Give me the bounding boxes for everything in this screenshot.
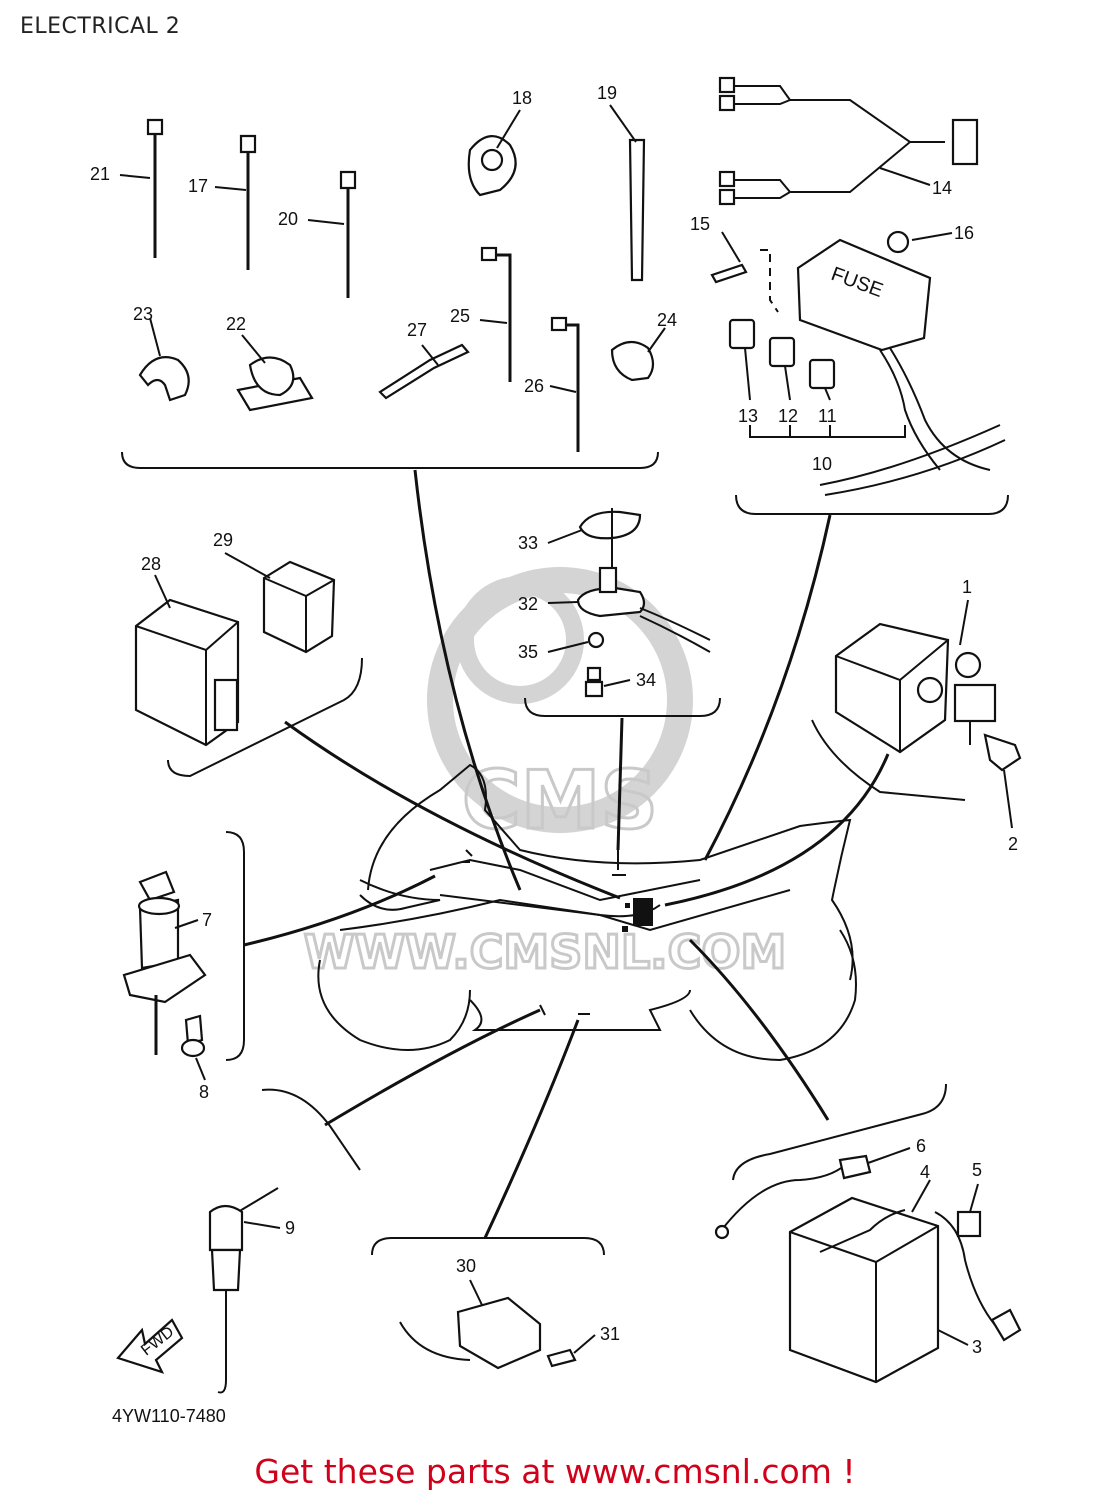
motorcycle-outline (317, 763, 857, 1062)
callout-3: 3 (972, 1337, 982, 1357)
callout-32: 32 (518, 594, 538, 614)
fwd-arrow-icon: FWD (116, 1318, 184, 1374)
leader-lines (243, 469, 890, 1239)
callout-31: 31 (600, 1324, 620, 1344)
parts-top-group (138, 118, 655, 452)
parts-relay-group (134, 560, 336, 747)
parts-sensor-group (208, 1187, 279, 1394)
callout-2: 2 (1008, 834, 1018, 854)
callout-21: 21 (90, 164, 110, 184)
callout-17: 17 (188, 176, 208, 196)
parts-solenoid-group (399, 1296, 577, 1370)
callout-numbers: 1 2 3 4 5 6 7 8 9 10 11 12 13 14 15 16 1… (90, 83, 1018, 1357)
parts-starter-relay-group (834, 622, 1022, 772)
parts-switch-group (576, 508, 711, 698)
callout-24: 24 (657, 310, 677, 330)
callout-20: 20 (278, 209, 298, 229)
svg-text:CMS: CMS (462, 754, 658, 847)
callout-30: 30 (456, 1256, 476, 1276)
callout-13: 13 (738, 406, 758, 426)
callout-18: 18 (512, 88, 532, 108)
callout-11: 11 (818, 406, 837, 426)
callout-26: 26 (524, 376, 544, 396)
callout-16: 16 (954, 223, 974, 243)
callout-35: 35 (518, 642, 538, 662)
promo-footer-link[interactable]: Get these parts at www.cmsnl.com ! (254, 1452, 856, 1491)
callout-25: 25 (450, 306, 470, 326)
watermark-url: WWW.CMSNL.COM (304, 925, 787, 979)
callout-12: 12 (778, 406, 798, 426)
callout-22: 22 (226, 314, 246, 334)
callout-23: 23 (133, 304, 153, 324)
callout-5: 5 (972, 1160, 982, 1180)
callout-14: 14 (932, 178, 952, 198)
callout-33: 33 (518, 533, 538, 553)
callout-28: 28 (141, 554, 161, 574)
callout-27: 27 (407, 320, 427, 340)
parts-battery-group (714, 1154, 1022, 1384)
parts-fuse-group: FUSE (710, 76, 1006, 496)
callout-29: 29 (213, 530, 233, 550)
callout-8: 8 (199, 1082, 209, 1102)
callout-6: 6 (916, 1136, 926, 1156)
callout-15: 15 (690, 214, 710, 234)
diagram-code: 4YW110-7480 (112, 1406, 226, 1426)
callout-1: 1 (962, 577, 972, 597)
parts-main-switch-group (122, 870, 207, 1058)
page-title: ELECTRICAL 2 (20, 14, 181, 39)
callout-leaders (119, 104, 1013, 1354)
callout-10: 10 (812, 454, 832, 474)
watermark: CMS WWW.CMSNL.COM (302, 567, 788, 981)
callout-34: 34 (636, 670, 656, 690)
callout-4: 4 (920, 1162, 930, 1182)
group-brackets (121, 451, 1009, 1256)
callout-9: 9 (285, 1218, 295, 1238)
callout-19: 19 (597, 83, 617, 103)
callout-7: 7 (202, 910, 212, 930)
